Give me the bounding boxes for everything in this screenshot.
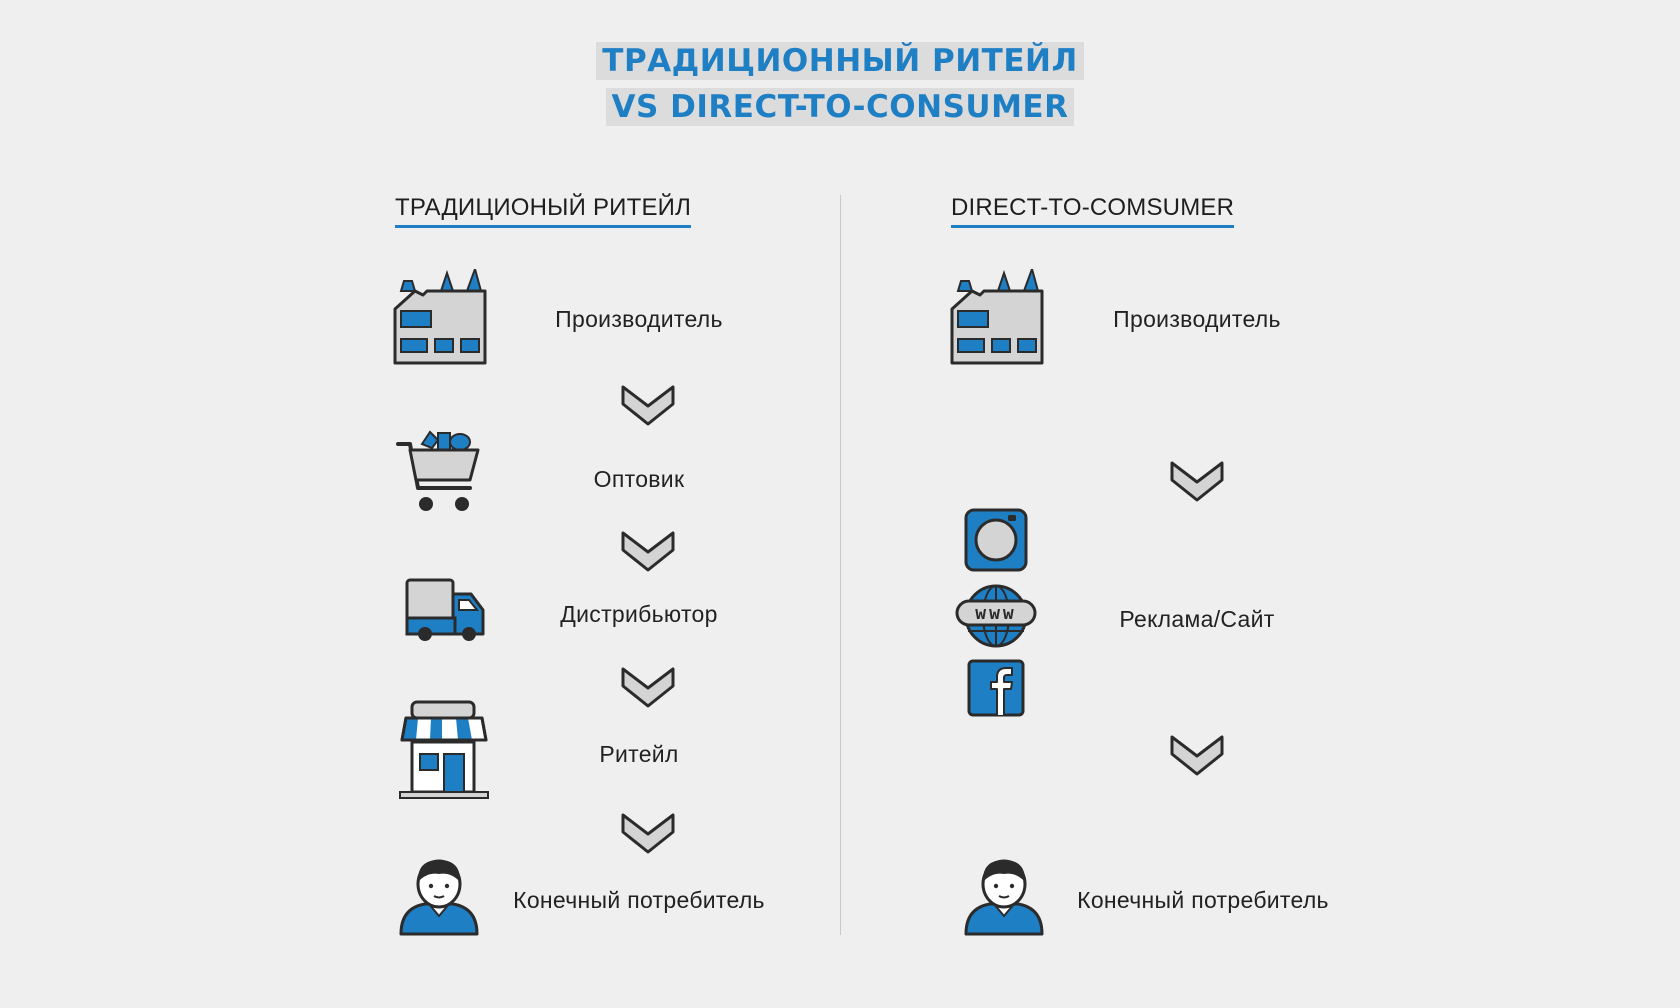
chevron-down-icon xyxy=(1170,735,1224,776)
svg-text:www: www xyxy=(975,603,1017,624)
left-column-heading: ТРАДИЦИОНЫЙ РИТЕЙЛ xyxy=(395,194,692,228)
www-globe-icon: www xyxy=(955,584,1037,648)
column-divider xyxy=(840,195,841,935)
chevron-down-icon xyxy=(621,531,675,572)
right-step-label: Реклама/Сайт xyxy=(1119,606,1275,632)
page-title-line1: ТРАДИЦИОННЫЙ РИТЕЙЛ xyxy=(0,42,1680,80)
truck-icon xyxy=(405,578,485,641)
left-step-label: Дистрибьютор xyxy=(560,601,718,627)
shopping-cart-icon xyxy=(396,430,480,511)
facebook-icon xyxy=(967,659,1025,717)
left-step-label: Оптовик xyxy=(593,466,685,492)
left-step-label: Производитель xyxy=(555,306,723,332)
left-step-label: Конечный потребитель xyxy=(513,887,765,913)
chevron-down-icon xyxy=(621,385,675,426)
right-step-label: Конечный потребитель xyxy=(1077,887,1329,913)
instagram-icon xyxy=(964,508,1028,572)
chevron-down-icon xyxy=(621,667,675,708)
right-column-heading: DIRECT-TO-COMSUMER xyxy=(951,194,1235,228)
right-step-label: Производитель xyxy=(1113,306,1281,332)
page-title-line2: VS DIRECT-TO-CONSUMER xyxy=(0,88,1680,126)
chevron-down-icon xyxy=(621,813,675,854)
chevron-down-icon xyxy=(1170,461,1224,502)
left-step-label: Ритейл xyxy=(599,741,679,767)
store-icon xyxy=(399,700,489,799)
